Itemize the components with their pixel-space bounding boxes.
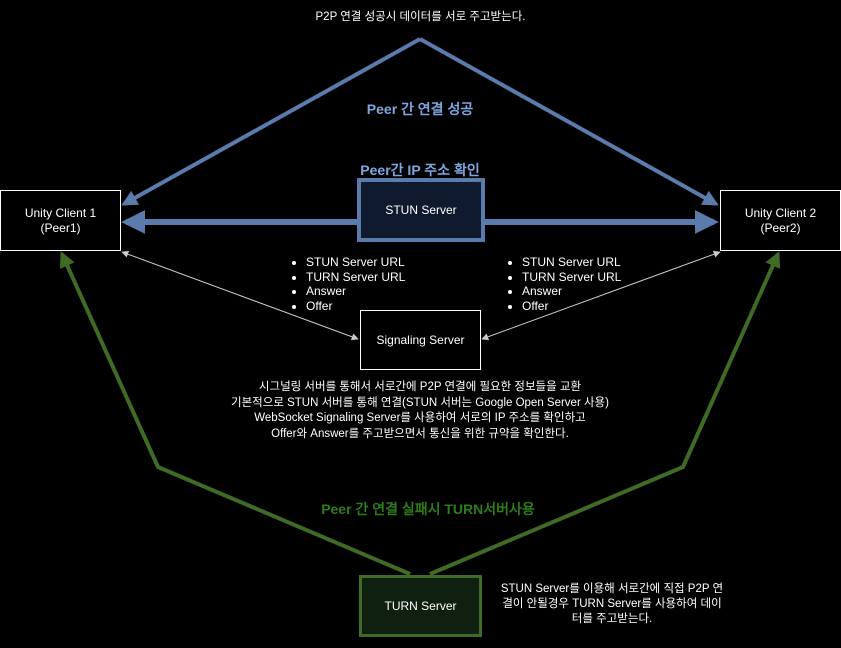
left-bullet-item: Offer	[306, 299, 405, 314]
stun-server-label: STUN Server	[385, 202, 457, 217]
peer-success-title: Peer 간 연결 성공	[366, 101, 474, 117]
right-bullet-item: TURN Server URL	[522, 270, 621, 285]
signaling-note-line: 시그널링 서버를 통해서 서로간에 P2P 연결에 필요한 정보들을 교환	[258, 381, 582, 393]
right-bullet-item: Offer	[522, 299, 621, 314]
unity-client-1-label: Unity Client 1 (Peer1)	[24, 205, 97, 235]
turn-client1-edge	[59, 251, 411, 576]
unity-client-1-node[interactable]: Unity Client 1 (Peer1)	[0, 190, 121, 251]
unity-client-2-label: Unity Client 2 (Peer2)	[744, 205, 817, 235]
signaling-note-line: 기본적으로 STUN 서버를 통해 연결(STUN 서버는 Google Ope…	[231, 396, 609, 409]
right-bullet-item: STUN Server URL	[522, 255, 621, 270]
turn-server-node[interactable]: TURN Server	[359, 575, 482, 637]
stun-server-node[interactable]: STUN Server	[357, 178, 485, 242]
turn-notes: STUN Server를 이용해 서로간에 직접 P2P 연 결이 안될경우 T…	[486, 582, 738, 627]
turn-client2-edge	[429, 251, 781, 576]
right-bullet-list: STUN Server URL TURN Server URL Answer O…	[506, 255, 621, 313]
peer-success-edge-left	[121, 37, 421, 206]
right-bullet-item: Answer	[522, 284, 621, 299]
left-bullet-item: STUN Server URL	[306, 255, 405, 270]
signaling-server-label: Signaling Server	[376, 332, 465, 347]
peer-ip-title: Peer간 IP 주소 확인	[360, 162, 480, 178]
unity-client-2-node[interactable]: Unity Client 2 (Peer2)	[720, 190, 841, 251]
turn-server-label: TURN Server	[384, 598, 457, 613]
top-caption: P2P 연결 성공시 데이터를 서로 주고받는다.	[315, 11, 526, 23]
signaling-note-line: Offer와 Answer를 주고받으면서 통신을 위한 규약을 확인한다.	[271, 427, 569, 440]
turn-note-line: STUN Server를 이용해 서로간에 직접 P2P 연	[500, 583, 724, 595]
left-bullet-list: STUN Server URL TURN Server URL Answer O…	[290, 255, 405, 313]
signaling-server-node[interactable]: Signaling Server	[360, 310, 481, 370]
peer-success-edge-right	[419, 37, 719, 206]
signaling-notes: 시그널링 서버를 통해서 서로간에 P2P 연결에 필요한 정보들을 교환 기본…	[180, 380, 660, 442]
left-bullet-item: TURN Server URL	[306, 270, 405, 285]
signaling-note-line: WebSocket Signaling Server를 사용하여 서로의 IP …	[254, 412, 586, 424]
turn-note-line: 터를 주고받는다.	[571, 613, 653, 625]
peer-fail-title: Peer 간 연결 실패시 TURN서버사용	[321, 501, 535, 517]
left-bullet-item: Answer	[306, 284, 405, 299]
signaling-client1-edge	[121, 250, 359, 341]
signaling-client2-edge	[481, 250, 721, 341]
turn-note-line: 결이 안될경우 TURN Server를 사용하여 데이	[502, 598, 722, 610]
